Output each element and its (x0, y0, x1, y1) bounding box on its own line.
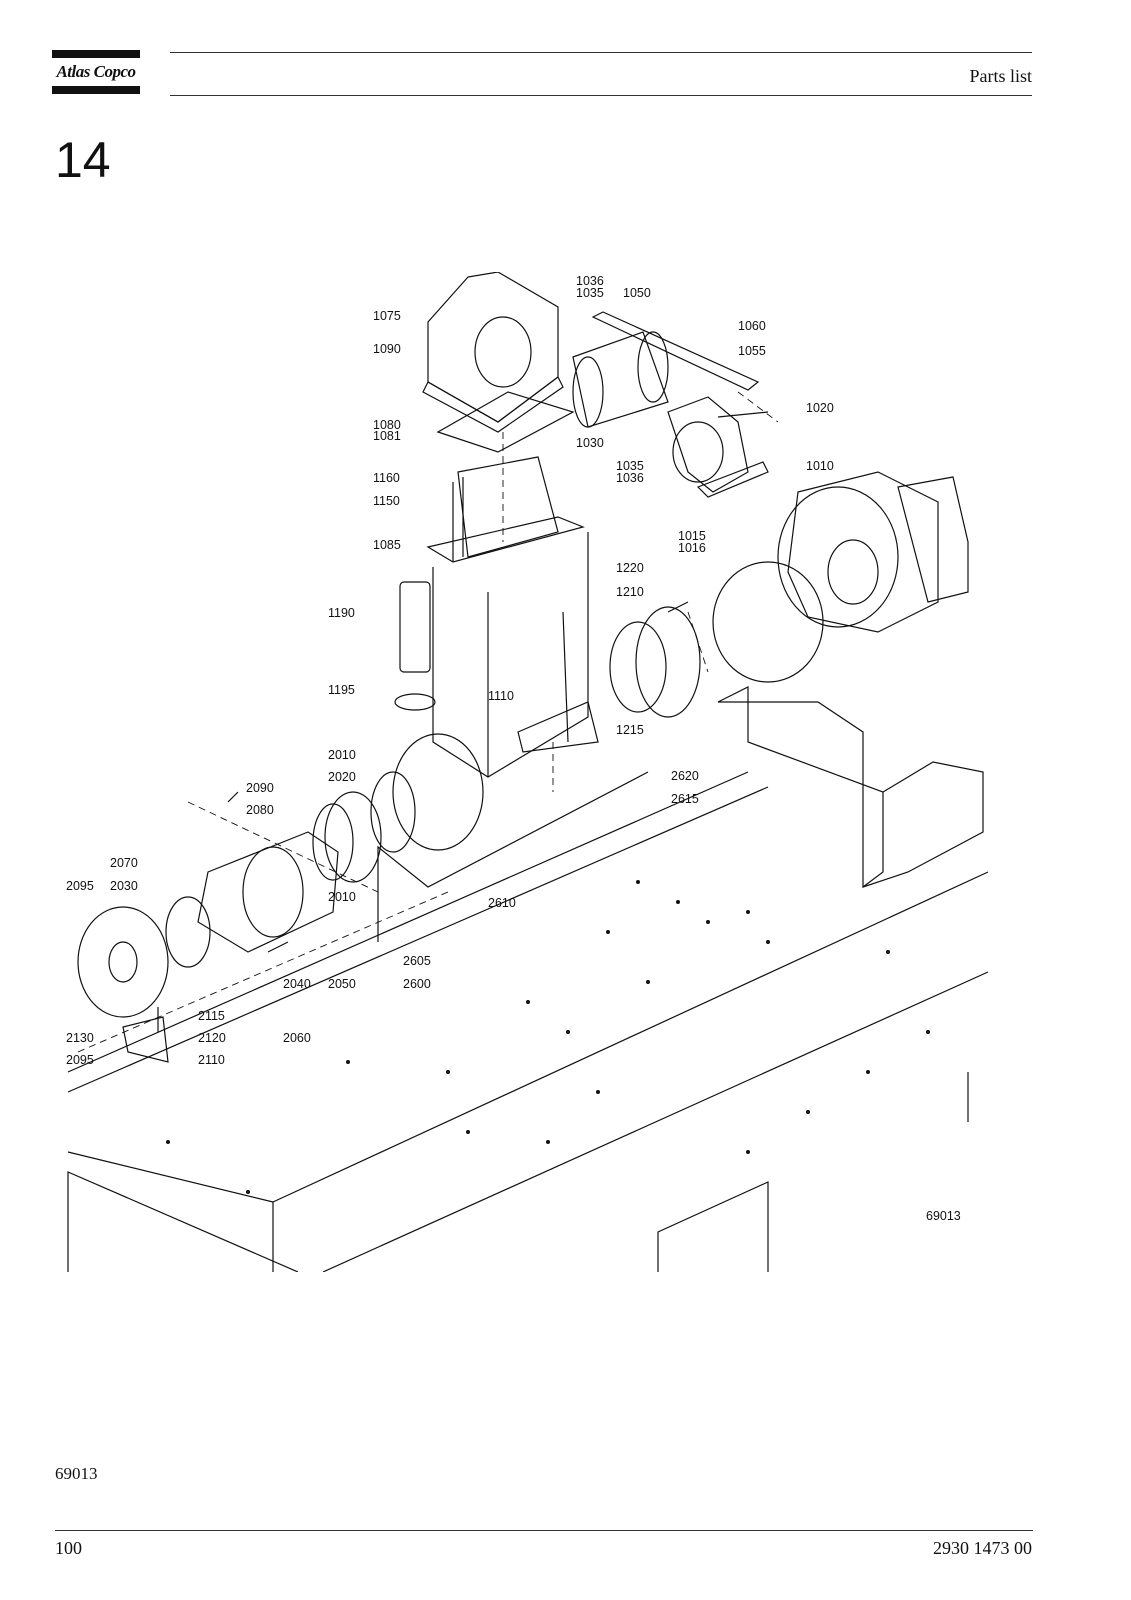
part-label-2130: 2130 (66, 1031, 94, 1045)
part-label-2115: 2115 (198, 1009, 225, 1023)
part-label-2080: 2080 (246, 803, 274, 817)
part-label-2095: 2095 (66, 1053, 94, 1067)
drawing-dots (166, 880, 930, 1194)
part-label-2615: 2615 (671, 792, 699, 806)
figure-reference: 69013 (55, 1464, 98, 1483)
logo-bar-top (52, 50, 140, 58)
page-number: 100 (55, 1538, 82, 1558)
drawing-linework (67, 272, 989, 1272)
part-label-2060: 2060 (283, 1031, 311, 1045)
logo-bar-bottom (52, 86, 140, 94)
part-label-1190: 1190 (328, 606, 355, 620)
logo-brand-text: Atlas Copco (56, 62, 136, 81)
part-label-1015: 1015 (678, 529, 706, 543)
part-label-1010: 1010 (806, 459, 834, 473)
document-number: 2930 1473 00 (933, 1538, 1032, 1558)
part-label-1090: 1090 (373, 342, 401, 356)
part-label-1081: 1081 (373, 429, 401, 443)
part-label-2010: 2010 (328, 890, 356, 904)
part-label-1160: 1160 (373, 471, 400, 485)
part-label-2070: 2070 (110, 856, 138, 870)
part-label-2010: 2010 (328, 748, 356, 762)
part-label-1020: 1020 (806, 401, 834, 415)
header-rule-bottom (170, 95, 1032, 96)
part-label-1035: 1035 (576, 286, 604, 300)
part-label-1215: 1215 (616, 723, 644, 737)
part-label-2600: 2600 (403, 977, 431, 991)
part-label-1085: 1085 (373, 538, 401, 552)
part-label-1060: 1060 (738, 319, 766, 333)
part-label-2605: 2605 (403, 954, 431, 968)
part-label-2050: 2050 (328, 977, 356, 991)
atlas-copco-logo: Atlas Copco (52, 50, 140, 94)
part-label-1030: 1030 (576, 436, 604, 450)
part-label-2040: 2040 (283, 977, 311, 991)
part-label-1050: 1050 (623, 286, 651, 300)
part-label-1080: 1080 (373, 418, 401, 432)
part-label-2610: 2610 (488, 896, 516, 910)
part-label-1110: 1110 (488, 689, 514, 703)
part-label-1055: 1055 (738, 344, 766, 358)
part-label-2030: 2030 (110, 879, 138, 893)
part-label-1075: 1075 (373, 309, 401, 323)
header-title: Parts list (969, 66, 1032, 86)
part-label-1220: 1220 (616, 561, 644, 575)
part-label-1195: 1195 (328, 683, 355, 697)
part-label-1150: 1150 (373, 494, 400, 508)
part-label-1035: 1035 (616, 459, 644, 473)
header-rule-top (170, 52, 1032, 53)
part-label-2020: 2020 (328, 770, 356, 784)
part-label-2620: 2620 (671, 769, 699, 783)
part-label-1210: 1210 (616, 585, 644, 599)
part-label-1016: 1016 (678, 541, 706, 555)
drawing-figure-code: 69013 (926, 1209, 961, 1223)
drawing-centerlines (77, 391, 779, 1053)
section-number: 14 (55, 132, 111, 188)
drawing-canvas: 1036103510501075106010901055102010801081… (66, 272, 989, 1272)
part-label-2120: 2120 (198, 1031, 226, 1045)
footer-rule (55, 1530, 1033, 1531)
part-label-2095: 2095 (66, 879, 94, 893)
part-label-1036: 1036 (616, 471, 644, 485)
part-label-1036: 1036 (576, 274, 604, 288)
part-label-2090: 2090 (246, 781, 274, 795)
part-label-2110: 2110 (198, 1053, 225, 1067)
